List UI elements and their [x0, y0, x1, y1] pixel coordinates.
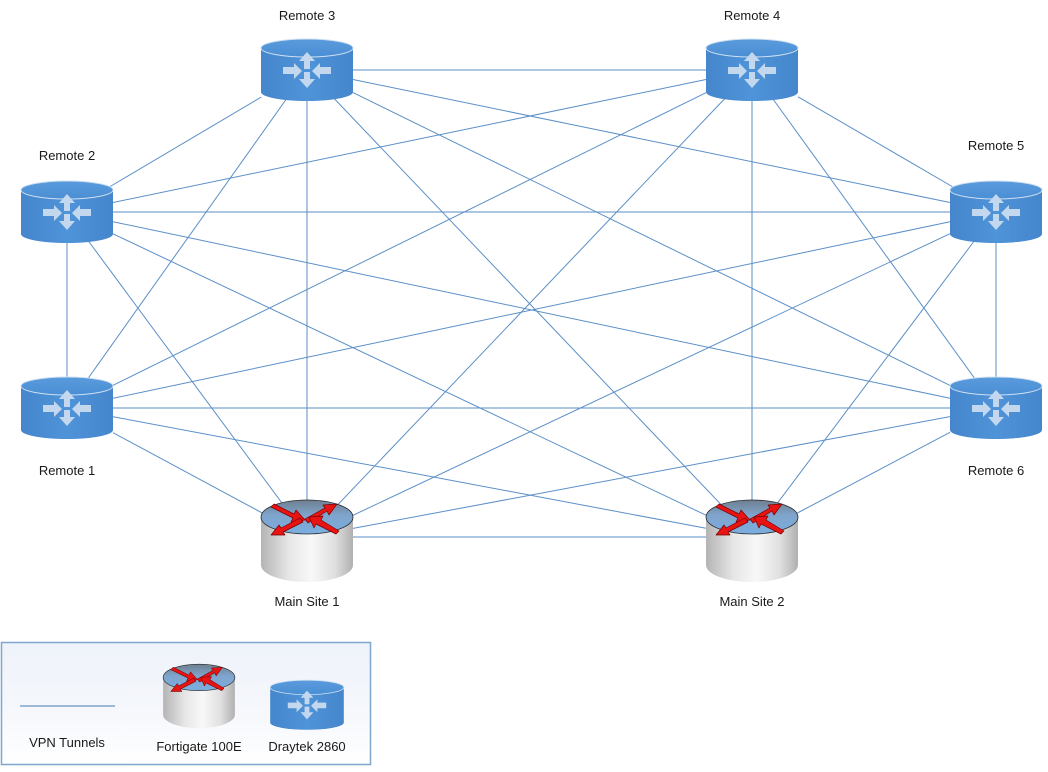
- fortigate-router-icon: [705, 499, 799, 583]
- node-label-remote4: Remote 4: [724, 8, 780, 23]
- node-remote2: Remote 2: [20, 148, 114, 244]
- node-remote5: Remote 5: [949, 138, 1043, 244]
- vpn-tunnel-links: [66, 69, 997, 538]
- node-remote3: Remote 3: [260, 8, 354, 102]
- vpn-tunnel-remote2-remote6: [112, 221, 951, 399]
- draytek-router-icon: [949, 376, 1043, 440]
- node-label-remote5: Remote 5: [968, 138, 1024, 153]
- legend: VPN Tunnels Fortigate 100E Draytek 2860: [0, 641, 372, 766]
- vpn-tunnel-remote4-main1: [329, 96, 727, 514]
- draytek-router-icon: [949, 180, 1043, 244]
- node-remote1: Remote 1: [20, 376, 114, 478]
- network-nodes: Remote 1 Remote 2 Remote 3 Remote 4 Remote 5…: [20, 8, 1043, 609]
- vpn-tunnel-remote5-main1: [352, 233, 951, 516]
- vpn-tunnel-remote3-remote6: [352, 92, 951, 386]
- draytek-router-icon: [269, 679, 345, 731]
- vpn-tunnel-remote1-main1: [112, 432, 263, 514]
- node-label-main2: Main Site 2: [719, 594, 784, 609]
- vpn-tunnel-remote6-main1: [352, 416, 951, 529]
- node-remote6: Remote 6: [949, 376, 1043, 478]
- vpn-tunnel-remote1-remote3: [84, 96, 289, 384]
- vpn-tunnel-remote2-main1: [86, 238, 290, 514]
- draytek-router-icon: [260, 38, 354, 102]
- vpn-tunnel-remote2-main2: [112, 233, 707, 516]
- legend-draytek-label: Draytek 2860: [268, 739, 345, 754]
- legend-fortigate-label: Fortigate 100E: [156, 739, 242, 754]
- vpn-tunnel-remote3-main2: [332, 96, 730, 514]
- node-label-remote3: Remote 3: [279, 8, 335, 23]
- node-main2: Main Site 2: [705, 499, 799, 609]
- draytek-router-icon: [705, 38, 799, 102]
- draytek-router-icon: [20, 376, 114, 440]
- legend-vpn-label: VPN Tunnels: [29, 735, 105, 750]
- vpn-tunnel-remote1-remote4: [112, 92, 707, 386]
- node-label-main1: Main Site 1: [274, 594, 339, 609]
- fortigate-router-icon: [260, 499, 354, 583]
- draytek-router-icon: [20, 180, 114, 244]
- node-main1: Main Site 1: [260, 499, 354, 609]
- node-label-remote6: Remote 6: [968, 463, 1024, 478]
- vpn-tunnel-remote6-main2: [797, 431, 951, 514]
- vpn-tunnel-remote5-main2: [769, 238, 977, 514]
- vpn-tunnel-remote3-remote5: [352, 79, 951, 203]
- vpn-tunnel-remote4-remote6: [771, 96, 979, 384]
- node-remote4: Remote 4: [705, 8, 799, 102]
- fortigate-router-icon: [162, 663, 236, 729]
- node-label-remote2: Remote 2: [39, 148, 95, 163]
- node-label-remote1: Remote 1: [39, 463, 95, 478]
- vpn-tunnel-remote1-main2: [112, 416, 707, 529]
- vpn-tunnel-remote4-remote5: [797, 96, 954, 188]
- vpn-tunnel-remote2-remote3: [109, 96, 262, 188]
- vpn-tunnel-remote2-remote4: [112, 79, 707, 203]
